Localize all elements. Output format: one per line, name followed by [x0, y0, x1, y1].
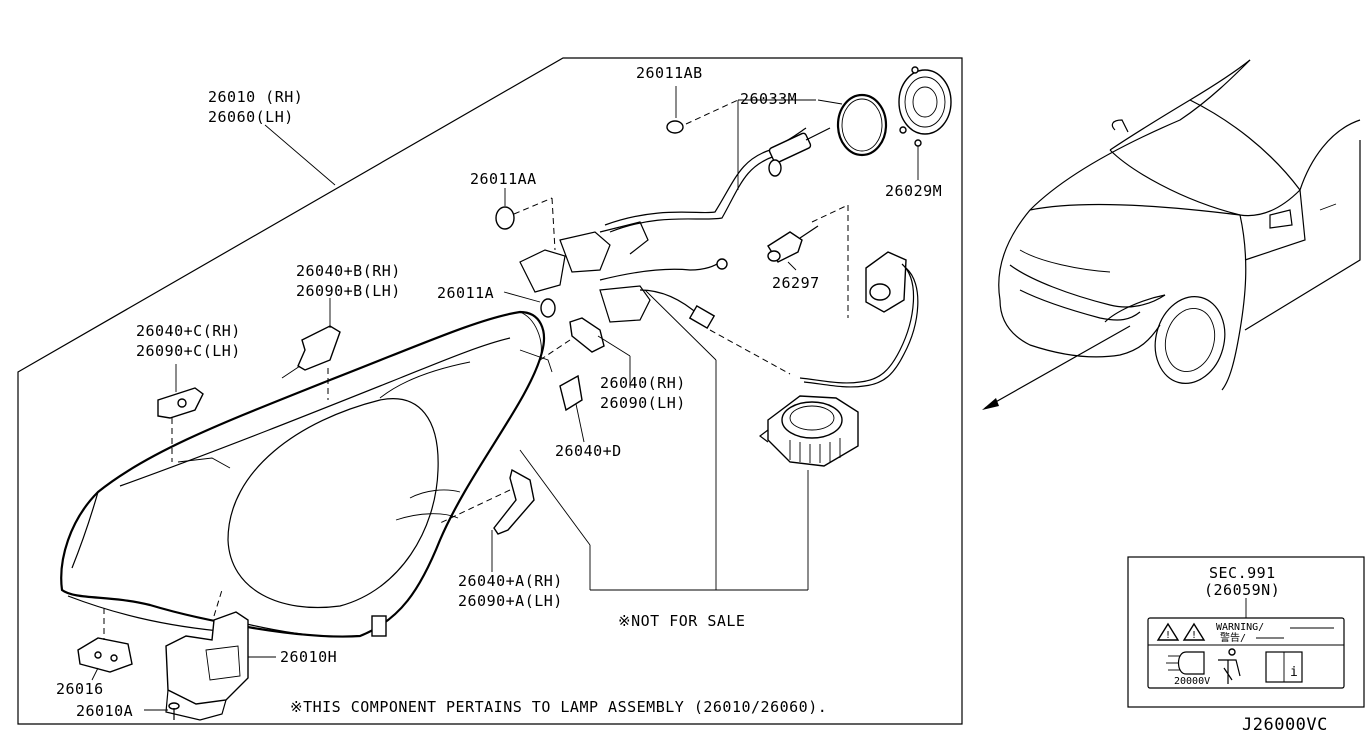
cap-26029m	[898, 66, 952, 180]
bracket-26040c	[157, 364, 204, 462]
bulb-26011a	[503, 291, 556, 318]
note-pertains: ※THIS COMPONENT PERTAINS TO LAMP ASSEMBL…	[290, 698, 827, 716]
warning-label-inset: ! ! i	[1127, 556, 1365, 708]
diagram-id: J26000VC	[1242, 715, 1328, 735]
hid-connector	[799, 251, 919, 388]
label-26033m: 26033M	[740, 90, 797, 108]
info-i-icon: i	[1290, 665, 1298, 680]
label-26011ab: 26011AB	[636, 64, 703, 82]
wiring-harness	[519, 127, 807, 375]
hid-ballast	[759, 395, 859, 467]
bracket-26040	[539, 317, 631, 388]
screw-26010a	[144, 702, 180, 720]
hid-igniter-bulb	[768, 127, 831, 177]
inset-warning-jp: 警告/	[1220, 631, 1246, 644]
inset-warning: WARNING/	[1216, 622, 1264, 633]
label-26010-rh: 26010 (RH)	[208, 88, 303, 106]
bulb-26297	[767, 204, 849, 318]
label-26011a: 26011A	[437, 284, 494, 302]
bulb-26011aa	[495, 188, 556, 251]
bracket-26040b	[281, 298, 341, 400]
label-26297: 26297	[772, 274, 820, 292]
label-26010h: 26010H	[280, 648, 337, 666]
not-for-sale-bracket	[519, 289, 809, 591]
bracket-26040a	[437, 468, 535, 572]
label-26029m: 26029M	[885, 182, 942, 200]
inset-voltage: 20000V	[1174, 676, 1210, 687]
headlamp-icon	[1177, 651, 1205, 675]
inset-part: (26059N)	[1204, 581, 1280, 599]
label-26060-lh: 26060(LH)	[208, 108, 294, 126]
label-26040-rh: 26040(RH)	[600, 374, 686, 392]
housing-tab	[371, 615, 387, 637]
label-26040c-rh: 26040+C(RH)	[136, 322, 241, 340]
label-26090-lh: 26090(LH)	[600, 394, 686, 412]
label-26090c-lh: 26090+C(LH)	[136, 342, 241, 360]
bulb-26011ab	[666, 86, 739, 134]
location-arrow	[984, 325, 1131, 409]
high-voltage-icon	[1218, 659, 1241, 684]
label-26040a-rh: 26040+A(RH)	[458, 572, 563, 590]
warning-triangle-icon	[1182, 622, 1206, 641]
label-26040b-rh: 26040+B(RH)	[296, 262, 401, 280]
o-ring-26033m	[817, 93, 888, 157]
label-26010a: 26010A	[76, 702, 133, 720]
warning-exclaim-icon: !	[1165, 630, 1171, 641]
note-not-for-sale: ※NOT FOR SALE	[618, 612, 745, 630]
label-26090b-lh: 26090+B(LH)	[296, 282, 401, 300]
bracket-26016	[77, 608, 133, 681]
arrow-head	[982, 398, 999, 410]
label-26090a-lh: 26090+A(LH)	[458, 592, 563, 610]
warning-exclaim-icon: !	[1191, 630, 1197, 641]
label-26011aa: 26011AA	[470, 170, 537, 188]
diagram-frame	[17, 57, 963, 725]
label-26016: 26016	[56, 680, 104, 698]
inset-sec: SEC.991	[1209, 564, 1276, 582]
bracket-26040d	[559, 374, 585, 443]
warning-triangle-icon	[1156, 622, 1180, 641]
label-26040d: 26040+D	[555, 442, 622, 460]
vehicle-sketch	[998, 59, 1361, 391]
component-26010h	[165, 589, 276, 721]
